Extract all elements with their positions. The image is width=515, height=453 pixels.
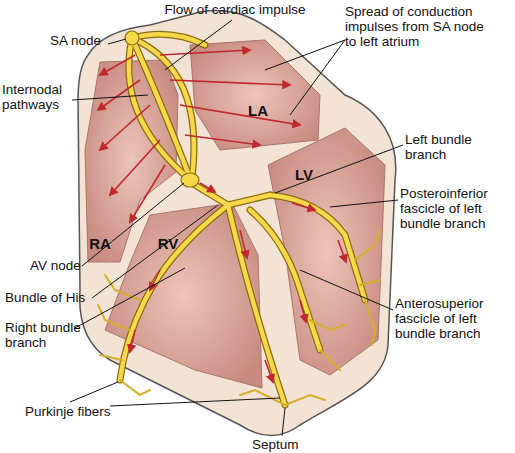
chamber-fill xyxy=(105,203,262,388)
impulse-arrow xyxy=(100,105,150,150)
anterosuperior-fascicle xyxy=(250,210,320,350)
purkinje-fiber xyxy=(240,390,285,405)
internodal-pathway xyxy=(129,38,188,178)
heart-chamber: RV xyxy=(105,203,262,388)
leader-line xyxy=(300,270,393,310)
bachmann-bundle xyxy=(132,34,205,45)
leader-line xyxy=(265,40,345,70)
impulse-arrow xyxy=(300,300,306,322)
chamber-fill xyxy=(190,40,320,150)
internodal-pathway xyxy=(132,38,190,178)
septal-branch xyxy=(228,205,285,405)
purkinje-fiber xyxy=(98,305,130,330)
impulse-arrow xyxy=(170,80,290,85)
impulse-arrow xyxy=(338,240,346,262)
anterosuperior-fascicle xyxy=(250,210,320,350)
impulse-arrow xyxy=(130,165,165,222)
impulse-arrow xyxy=(150,270,160,290)
part-label: Right bundle branch xyxy=(5,320,85,350)
heart-chamber: LV xyxy=(268,128,385,375)
leader-line xyxy=(330,200,398,207)
internodal-pathway xyxy=(132,38,194,178)
part-label: AV node xyxy=(30,258,90,273)
part-label: Posteroinferior fascicle of left bundle … xyxy=(400,186,512,231)
purkinje-fiber xyxy=(285,395,325,405)
leader-lines xyxy=(70,20,403,436)
leader-line xyxy=(165,20,232,70)
posteroinferior-fascicle xyxy=(270,195,365,300)
part-label: SA node xyxy=(50,33,120,48)
leader-line xyxy=(282,408,285,436)
purkinje-fiber xyxy=(310,320,345,330)
purkinje-fiber xyxy=(120,380,150,395)
chamber-label: RA xyxy=(89,235,111,252)
chamber-label: LA xyxy=(248,102,268,119)
part-label: Septum xyxy=(252,437,322,452)
right-bundle-branch xyxy=(120,205,228,380)
impulse-arrow xyxy=(180,105,300,125)
septal-branch xyxy=(228,205,285,405)
chamber-fill xyxy=(268,128,385,375)
purkinje-fiber xyxy=(365,300,375,345)
internodal-pathway xyxy=(132,38,194,178)
chamber-shape xyxy=(105,203,262,388)
conduction-outline xyxy=(120,34,365,405)
impulse-arrow xyxy=(100,55,135,75)
impulse-arrow xyxy=(200,183,215,192)
purkinje-fiber xyxy=(320,350,340,370)
impulse-arrow xyxy=(130,330,135,352)
part-label: Flow of cardiac impulse xyxy=(160,2,310,17)
leader-line xyxy=(110,398,280,406)
conduction-system xyxy=(120,34,365,405)
purkinje-fiber xyxy=(360,280,380,285)
leader-line xyxy=(70,382,118,402)
part-label: Anterosuperior fascicle of left bundle b… xyxy=(395,296,513,341)
purkinje-fiber xyxy=(100,355,122,360)
part-label: Internodal pathways xyxy=(2,82,82,112)
part-label: Bundle of His xyxy=(5,290,105,305)
impulse-arrow xyxy=(292,203,315,210)
chamber-label: RV xyxy=(158,235,179,252)
left-bundle-branch xyxy=(228,195,270,205)
internodal-pathway xyxy=(132,38,190,178)
posteroinferior-fascicle xyxy=(270,195,365,300)
impulse-arrow xyxy=(265,360,273,382)
part-label: Left bundle branch xyxy=(405,132,500,162)
leader-line xyxy=(72,95,148,100)
leader-line xyxy=(82,183,184,266)
impulse-arrow xyxy=(160,50,250,55)
av-node-symbol xyxy=(181,173,199,187)
sa-node-symbol xyxy=(125,31,139,45)
leader-line xyxy=(75,268,185,328)
leader-line xyxy=(108,39,126,44)
chamber-label: LV xyxy=(295,166,313,183)
heart-outline xyxy=(78,11,396,436)
purkinje-fiber xyxy=(355,230,380,260)
purkinje-fibers xyxy=(98,230,380,405)
chamber-shape xyxy=(190,40,320,150)
part-label: Purkinje fibers xyxy=(25,404,145,419)
right-bundle-branch xyxy=(120,205,228,380)
leader-line xyxy=(92,205,218,298)
leader-line xyxy=(275,145,403,193)
chamber-shape xyxy=(268,128,385,375)
impulse-arrow xyxy=(185,135,260,145)
bachmann-bundle xyxy=(132,34,205,45)
heart-chamber: LA xyxy=(190,40,320,150)
left-bundle-branch xyxy=(228,195,270,205)
bundle-of-his xyxy=(190,182,228,205)
impulse-arrows xyxy=(98,50,346,382)
internodal-pathway xyxy=(129,38,188,178)
leader-line xyxy=(290,40,345,115)
part-label: Spread of conduction impulses from SA no… xyxy=(345,4,485,49)
impulse-arrow xyxy=(110,140,160,195)
purkinje-fiber xyxy=(105,275,140,300)
impulse-arrow xyxy=(98,80,140,110)
bundle-of-his xyxy=(190,182,228,205)
impulse-arrow xyxy=(240,230,247,258)
